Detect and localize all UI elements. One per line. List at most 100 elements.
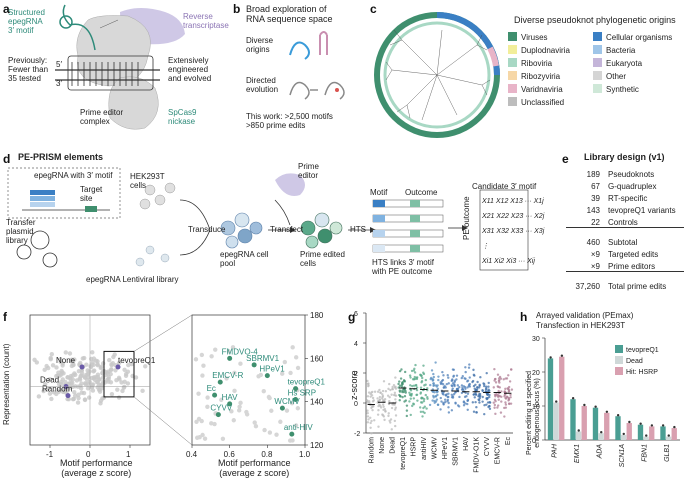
strip-point <box>397 382 400 386</box>
bar-point <box>616 414 620 417</box>
strip-point <box>398 393 401 397</box>
matrix-row: X31 X32 X33 ··· X3j <box>482 228 545 235</box>
strip-point <box>488 407 492 411</box>
strip-point <box>398 369 402 373</box>
strip-point <box>496 404 500 407</box>
zoom-point <box>227 355 233 361</box>
zoom-point-label: SBRMV1 <box>246 354 279 363</box>
strip-point <box>483 384 486 388</box>
bar <box>581 406 587 440</box>
strip-point <box>451 395 455 398</box>
background-point <box>258 372 264 378</box>
legend-item: Viruses <box>508 32 548 42</box>
background-point <box>121 385 127 390</box>
strip-point <box>381 414 385 417</box>
category-label: WCMV <box>431 437 438 459</box>
strip-point <box>381 397 384 400</box>
strip-point <box>424 383 427 386</box>
strip-point <box>434 361 437 364</box>
row-count: 460 <box>586 238 600 247</box>
bar <box>649 426 655 440</box>
strip-point <box>398 384 402 387</box>
strip-point <box>377 408 380 412</box>
background-point <box>295 406 301 411</box>
background-point <box>143 364 148 369</box>
strip-point <box>464 370 467 374</box>
strip-point <box>403 370 407 374</box>
row-label: Controls <box>608 218 638 227</box>
strip-point <box>508 402 511 406</box>
strip-point <box>507 374 510 377</box>
strip-point <box>504 396 507 400</box>
strip-point <box>390 428 393 431</box>
strip-point <box>499 411 503 414</box>
strip-point <box>483 404 486 407</box>
strip-point <box>377 425 380 428</box>
legend-label: Eukaryota <box>606 59 643 68</box>
strip-point <box>507 385 511 389</box>
strip-point <box>447 411 451 414</box>
strip-point <box>455 374 459 377</box>
background-point <box>110 360 116 366</box>
d-prime: Prime editor <box>298 162 319 180</box>
strip-point <box>463 377 466 380</box>
legend-swatch <box>508 97 517 106</box>
strip-point <box>439 396 442 400</box>
row-count: ×9 <box>590 250 600 259</box>
strip-point <box>394 376 397 379</box>
strip-point <box>485 403 488 406</box>
zoom-point <box>279 405 285 411</box>
strip-point <box>493 406 496 409</box>
strip-point <box>419 392 422 395</box>
strip-point <box>488 401 492 404</box>
strip-point <box>471 401 475 404</box>
strip-point <box>366 411 369 415</box>
category-label: tevopreQ1 <box>400 437 407 470</box>
strip-point <box>371 408 374 412</box>
strip-point <box>432 384 435 388</box>
legend-swatch <box>593 58 602 67</box>
strip-point <box>493 367 496 371</box>
legend-label: Unclassified <box>521 98 565 107</box>
strip-point <box>419 410 423 414</box>
rt-label: Reverse transcriptase <box>183 12 229 30</box>
legend-item: Synthetic <box>593 84 639 94</box>
legend-item: Duplodnaviria <box>508 45 570 55</box>
background-point <box>41 388 46 394</box>
strip-point <box>386 394 390 397</box>
category-label: FBN1 <box>641 444 648 462</box>
legend-item: Ribozyviria <box>508 71 560 81</box>
legend-item: Eukaryota <box>593 58 642 68</box>
background-point <box>90 382 96 387</box>
legend-swatch <box>593 71 602 80</box>
strip-point <box>477 398 481 402</box>
background-point <box>75 400 81 405</box>
bar <box>570 399 576 440</box>
zoom-point-label: Hs SRP <box>288 389 316 398</box>
b-icons <box>289 31 345 100</box>
labeled-point <box>115 364 121 370</box>
bar <box>620 434 627 440</box>
background-point <box>238 361 243 366</box>
bar-point <box>673 425 676 429</box>
strip-point <box>366 409 369 412</box>
strip-point <box>476 380 479 384</box>
f-ylabel: Representation (count) <box>2 343 11 425</box>
f-xlabel-right: Motif performance (average z score) <box>218 458 291 478</box>
strip-point <box>441 383 445 386</box>
background-point <box>290 345 295 350</box>
panel-label-a: a <box>3 2 10 16</box>
strip-point <box>457 405 461 408</box>
strip-point <box>432 375 436 379</box>
strip-point <box>424 378 428 382</box>
strip-point <box>432 372 435 376</box>
strip-point <box>450 409 454 412</box>
d-lenti: epegRNA Lentiviral library <box>86 275 179 284</box>
table-divider <box>566 271 684 272</box>
strip-point <box>472 368 475 372</box>
previously-label: Previously: Fewer than 35 tested <box>8 56 49 83</box>
complex-label: Prime editor complex <box>80 108 124 126</box>
background-point <box>267 430 273 435</box>
